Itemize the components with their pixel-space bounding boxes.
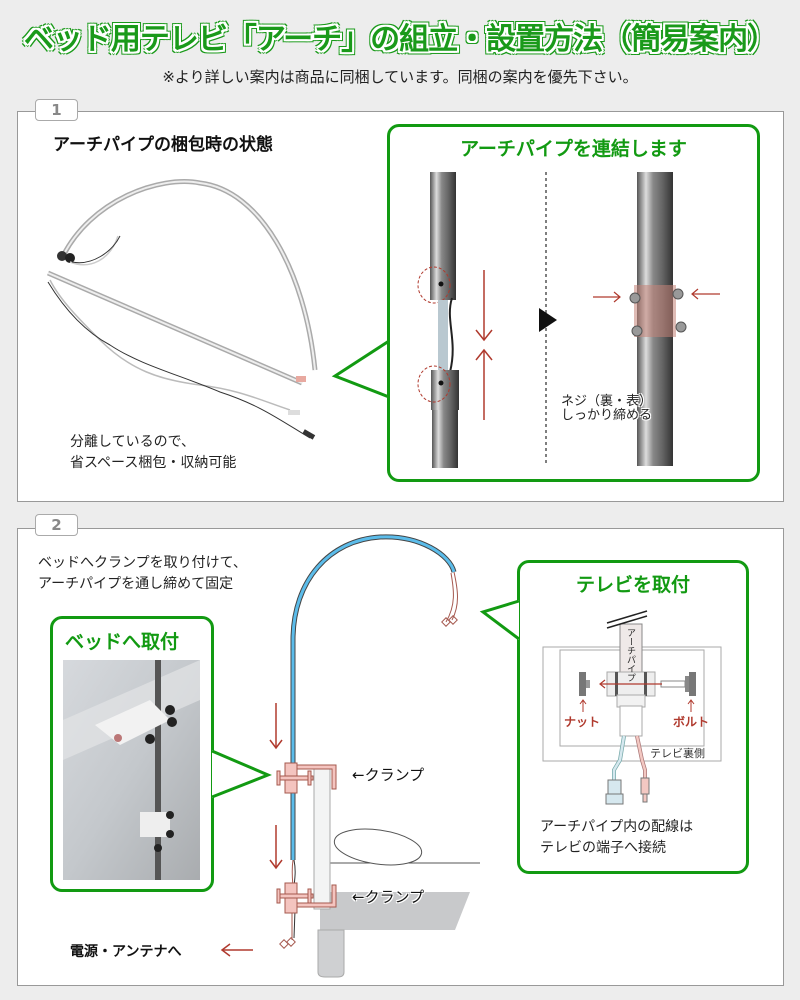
wiring-note: アーチパイプ内の配線は テレビの端子へ接続 xyxy=(540,817,693,859)
step1-caption-line-1: 分離しているので、 xyxy=(70,434,196,450)
page-note: ※より詳しい案内は商品に同梱しています。同梱の案内を優先下さい。 xyxy=(162,68,638,86)
pipe-connection-illustration xyxy=(417,172,720,468)
step1-caption-line-2: 省スペース梱包・収納可能 xyxy=(70,455,237,471)
wiring-note-line-1: アーチパイプ内の配線は xyxy=(540,819,694,835)
connect-pipe-callout-title: アーチパイプを連結します xyxy=(460,138,687,160)
bolt-label: ボルト xyxy=(673,715,710,729)
lower-clamp-label: ←クランプ xyxy=(352,888,425,906)
page-title: ベッド用テレビ「アーチ」の組立・設置方法（簡易案内） xyxy=(23,22,777,57)
upper-clamp-label: ←クランプ xyxy=(352,766,425,784)
step2-intro: ベッドへクランプを取り付けて、 アーチパイプを通し締めて固定 xyxy=(38,553,247,595)
screw-note-line-1: ネジ（裏・表） xyxy=(561,394,653,409)
step2-intro-line-2: アーチパイプを通し締めて固定 xyxy=(38,576,234,592)
tv-mount-callout-title: テレビを取付 xyxy=(575,574,690,596)
step2-intro-line-1: ベッドへクランプを取り付けて、 xyxy=(38,555,247,571)
bed-mount-callout-title: ベッドへ取付 xyxy=(65,631,180,653)
power-antenna-label: 電源・アンテナへ xyxy=(70,944,182,960)
screw-tighten-note: ネジ（裏・表） しっかり締める xyxy=(561,395,652,423)
step1-caption: 分離しているので、 省スペース梱包・収納可能 xyxy=(70,432,236,474)
tv-back-label: テレビ裏側 xyxy=(650,747,705,760)
wiring-note-line-2: テレビの端子へ接続 xyxy=(540,840,666,856)
nut-label: ナット xyxy=(564,715,601,729)
packed-arch-pipe-illustration xyxy=(47,179,390,440)
step1-number-tab: 1 xyxy=(35,99,78,121)
arch-pipe-vertical-label: アーチパイプ xyxy=(625,628,635,682)
screw-note-line-2: しっかり締める xyxy=(561,408,653,423)
step2-number-tab: 2 xyxy=(35,514,78,536)
step1-heading: アーチパイプの梱包時の状態 xyxy=(53,135,273,155)
